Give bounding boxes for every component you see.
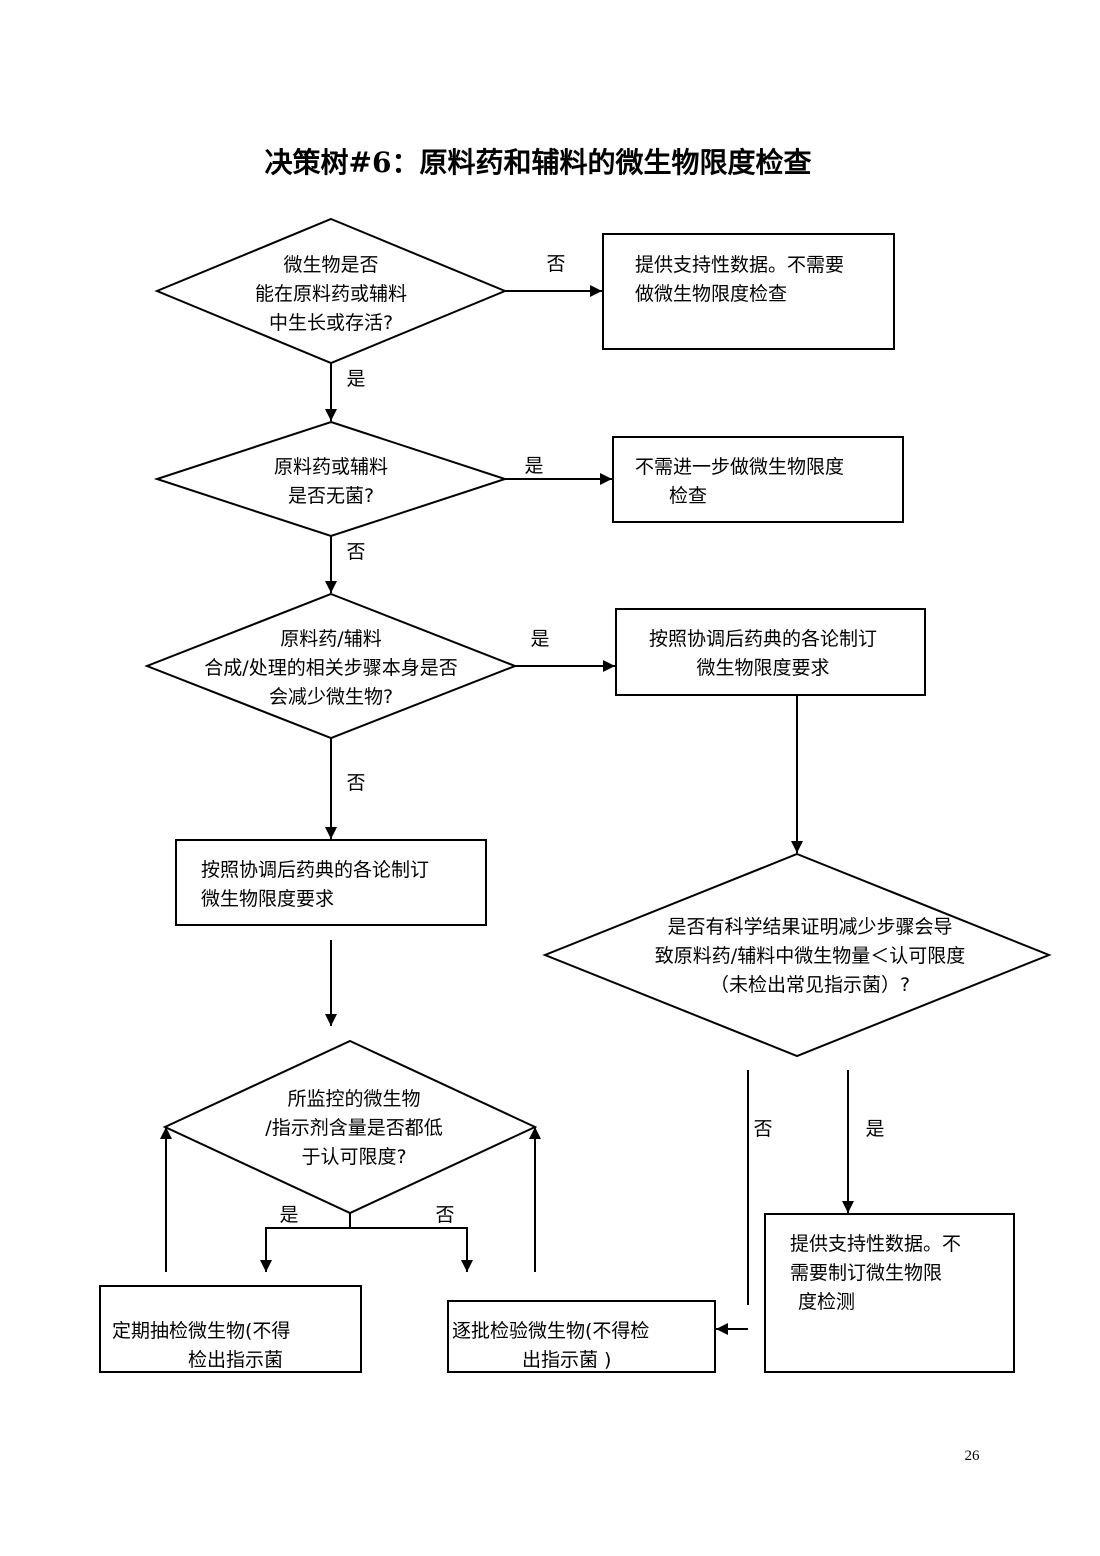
node-text-line: 原料药/辅料 bbox=[280, 628, 381, 650]
node-text-line: 微生物限度要求 bbox=[201, 888, 334, 910]
node-text-line: 不需进一步做微生物限度 bbox=[635, 456, 844, 478]
node-text-line: 所监控的微生物 bbox=[287, 1088, 420, 1110]
process-box bbox=[99, 1285, 362, 1373]
arrowhead-edge-d5-b5 bbox=[260, 1260, 272, 1272]
node-text-line: 会减少微生物? bbox=[269, 686, 393, 708]
arrowhead-edge-d5-b6 bbox=[461, 1260, 473, 1272]
arrowhead-edge-b4-d5 bbox=[325, 1014, 337, 1026]
process-box bbox=[612, 436, 904, 523]
node-text-line: 定期抽检微生物(不得 bbox=[112, 1320, 290, 1342]
decision-diamond bbox=[542, 852, 1052, 1058]
arrowhead-edge-d3-b3 bbox=[603, 660, 615, 672]
decision-diamond bbox=[154, 217, 508, 365]
process-box bbox=[615, 608, 926, 696]
node-text-line: 原料药或辅料 bbox=[274, 456, 388, 478]
arrowhead-edge-d1-d2 bbox=[325, 409, 337, 421]
edge-label: 否 bbox=[435, 1204, 454, 1226]
node-text-line: 微生物是否 bbox=[283, 254, 378, 276]
decision-diamond bbox=[153, 420, 509, 538]
process-box bbox=[175, 839, 487, 926]
process-box bbox=[447, 1300, 716, 1373]
edge-label: 是 bbox=[346, 368, 365, 390]
arrowhead-edge-b6-d5 bbox=[529, 1127, 541, 1139]
edge-label: 否 bbox=[346, 541, 365, 563]
node-text-line: 做微生物限度检查 bbox=[635, 283, 787, 305]
node-text-line: 是否无菌? bbox=[288, 485, 374, 507]
page-title: 决策树#6：原料药和辅料的微生物限度检查 bbox=[265, 146, 812, 179]
edge-d5-b6 bbox=[350, 1227, 468, 1272]
edge-label: 否 bbox=[346, 772, 365, 794]
arrowhead-edge-d2-d3 bbox=[325, 581, 337, 593]
arrowhead-edge-d2-b2 bbox=[600, 473, 612, 485]
node-text-line: 中生长或存活? bbox=[269, 312, 393, 334]
node-text-line: 检出指示菌 bbox=[188, 1349, 283, 1371]
node-text-line: 微生物限度要求 bbox=[696, 657, 829, 679]
node-text-line: 合成/处理的相关步骤本身是否 bbox=[204, 657, 457, 679]
process-box bbox=[602, 233, 895, 350]
node-text-line: 提供支持性数据。不需要 bbox=[635, 254, 844, 276]
edge-label: 是 bbox=[530, 628, 549, 650]
node-text-line: 逐批检验微生物(不得检 bbox=[452, 1320, 649, 1342]
node-text-line: 按照协调后药典的各论制订 bbox=[201, 859, 429, 881]
edge-label: 是 bbox=[865, 1118, 884, 1140]
decision-diamond bbox=[144, 592, 518, 740]
node-text-line: 度检测 bbox=[798, 1291, 855, 1313]
arrowhead-edge-d4-b6 bbox=[716, 1323, 728, 1335]
node-text-line: 是否有科学结果证明减少步骤会导 bbox=[667, 916, 952, 938]
arrowhead-edge-d4-b7 bbox=[842, 1201, 854, 1213]
node-text-line: 致原料药/辅料中微生物量＜认可限度 bbox=[655, 945, 965, 967]
page-number: 26 bbox=[965, 1448, 981, 1464]
edge-label: 是 bbox=[279, 1204, 298, 1226]
edge-label: 否 bbox=[753, 1118, 772, 1140]
decision-diamond bbox=[162, 1039, 538, 1215]
node-text-line: /指示剂含量是否都低 bbox=[265, 1117, 442, 1139]
arrowhead-edge-d3-b4 bbox=[325, 827, 337, 839]
edge-label: 是 bbox=[524, 455, 543, 477]
arrowhead-edge-b5-d5 bbox=[160, 1127, 172, 1139]
node-text-line: 于认可限度? bbox=[301, 1146, 406, 1168]
process-box bbox=[764, 1213, 1015, 1373]
node-text-line: （未检出常见指示菌）? bbox=[710, 974, 910, 996]
node-text-line: 检查 bbox=[669, 485, 707, 507]
node-text-line: 按照协调后药典的各论制订 bbox=[649, 628, 877, 650]
edge-label: 否 bbox=[546, 253, 565, 275]
node-text-line: 能在原料药或辅料 bbox=[255, 283, 407, 305]
arrowhead-edge-d1-b1 bbox=[590, 285, 602, 297]
edge-d5-b5 bbox=[265, 1213, 351, 1272]
node-text-line: 提供支持性数据。不 bbox=[790, 1233, 961, 1255]
arrowhead-edge-b3-d4 bbox=[791, 841, 803, 853]
node-text-line: 出指示菌 ) bbox=[522, 1349, 611, 1371]
node-text-line: 需要制订微生物限 bbox=[790, 1262, 942, 1284]
